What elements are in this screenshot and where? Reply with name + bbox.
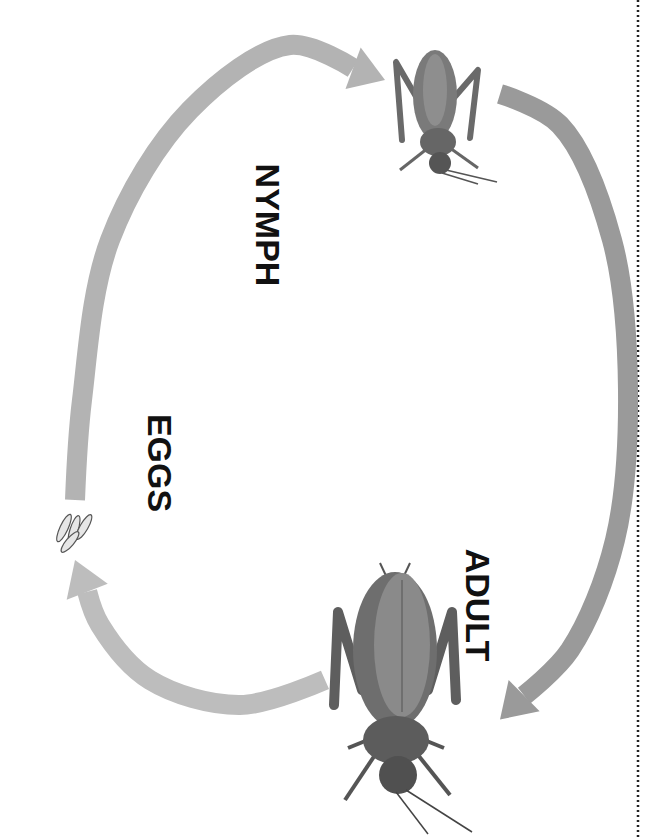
eggs-drawing [54, 513, 94, 555]
nymph-drawing [396, 50, 497, 184]
cycle-arrow [67, 560, 325, 705]
nymph-stage: NYMPH [385, 45, 500, 185]
cycle-arrow [500, 94, 628, 720]
arrow-head [67, 560, 108, 600]
arrow-head [500, 680, 540, 720]
adult-stage: ADULT [325, 560, 500, 835]
arrow-band [75, 45, 353, 500]
stage-label: NYMPH [251, 164, 285, 287]
cycle-arrow [75, 45, 385, 500]
stage-label: ADULT [461, 549, 495, 662]
arrow-band [87, 592, 325, 705]
arrow-head [345, 48, 385, 89]
eggs-stage: EGGS [50, 500, 100, 560]
adult-drawing [334, 563, 472, 834]
stage-label: EGGS [143, 414, 177, 512]
arrow-band [500, 94, 628, 696]
